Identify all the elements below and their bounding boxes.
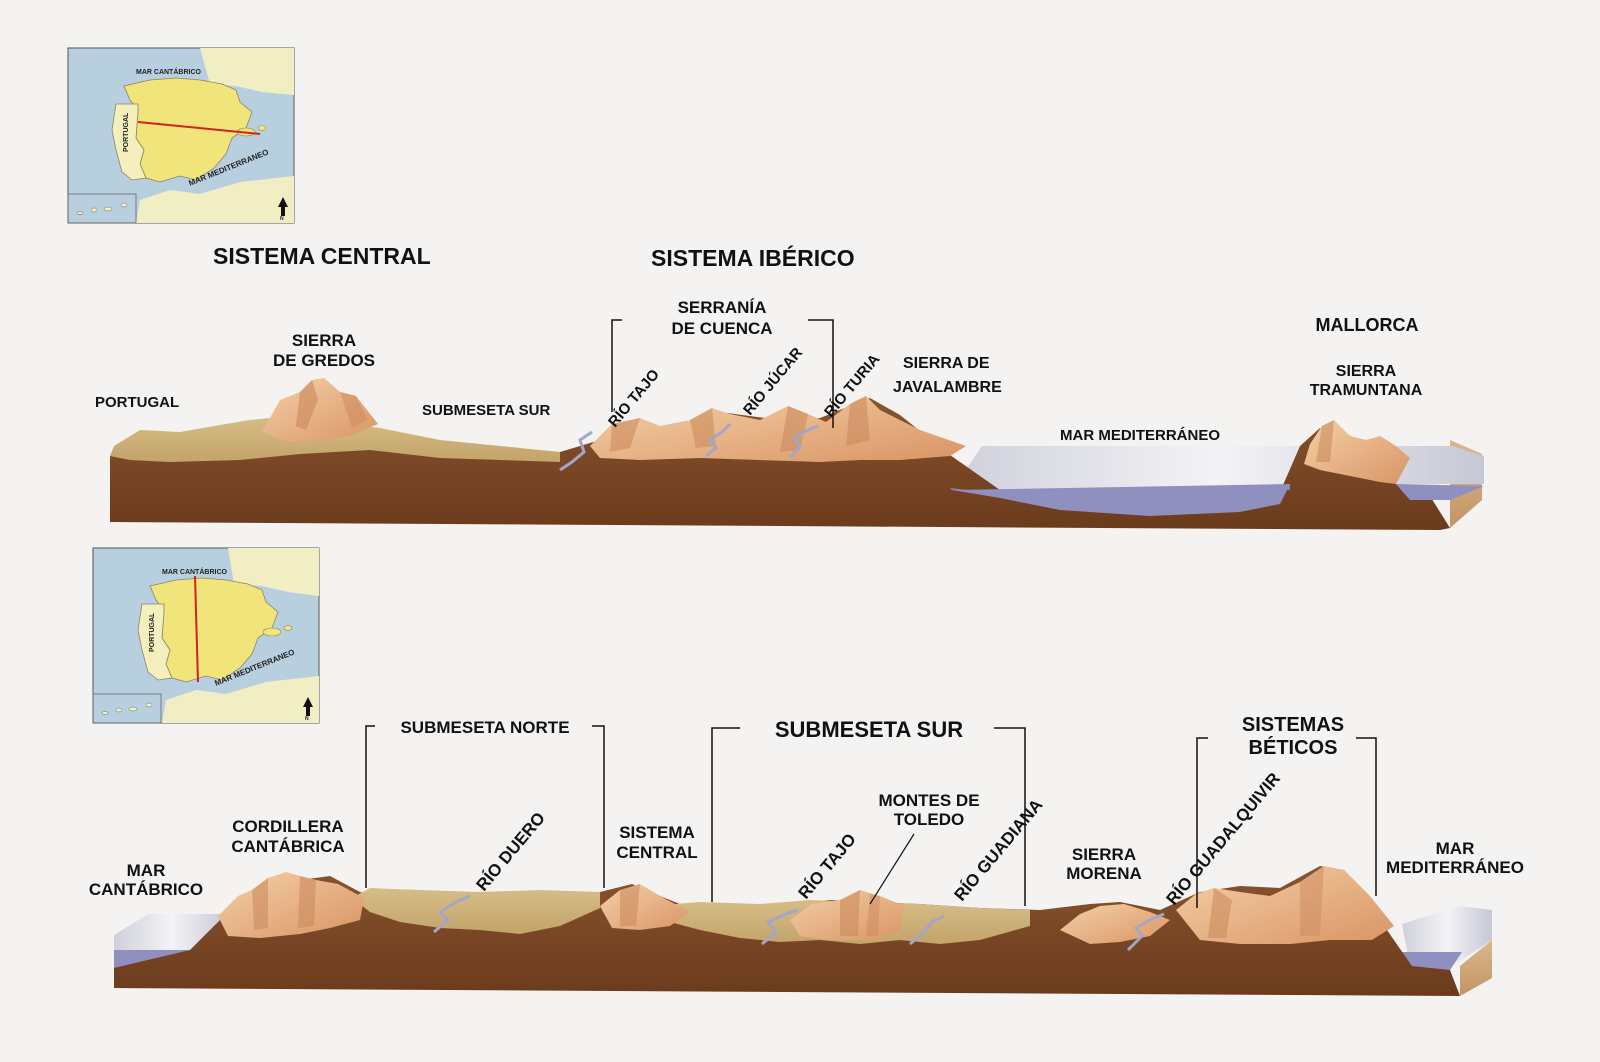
map-canary-inset [92,693,162,724]
map-africa-land [162,676,319,723]
leader-montes-toledo [869,833,915,905]
mountain-gredos [262,378,378,442]
label-cordillera-1: CORDILLERA [232,817,343,836]
block-side [1460,940,1492,996]
river-duero [433,894,471,934]
label-javalambre-2: JAVALAMBRE [893,379,1002,396]
map-portugal [111,103,147,181]
label-mar-mediterraneo: MAR MEDITERRÁNEO [1060,427,1220,444]
title-sistema-iberico: SISTEMA IBÉRICO [651,244,855,271]
label-sistema-central-2: CENTRAL [616,843,697,862]
title-sistema-central: SISTEMA CENTRAL [213,243,431,269]
label-rio-tajo: RÍO TAJO [795,830,860,903]
label-sistemas-beticos-2: BÉTICOS [1249,736,1338,759]
map-section-line [194,575,199,683]
river-guadiana [909,914,945,946]
label-submeseta-sur: SUBMESETA SUR [422,402,551,419]
label-sierra-gredos-1: SIERRA [292,331,356,350]
label-submeseta-sur: SUBMESETA SUR [775,717,963,742]
label-serrania-1: SERRANÍA [678,298,767,317]
label-serrania-2: DE CUENCA [671,319,772,338]
surface-west [110,416,560,462]
north-letter: N [305,716,309,722]
north-arrow-icon [303,697,313,716]
bottom-locator-map: MAR CANTÁBRICO PORTUGAL MAR MEDITERRANEO… [92,547,320,724]
river-jucar [705,422,732,458]
river-turia [788,424,819,459]
label-rio-duero: RÍO DUERO [473,809,549,895]
label-mallorca: MALLORCA [1316,315,1419,335]
label-sistema-central-1: SISTEMA [619,823,695,842]
mountain-beticos [1176,866,1394,944]
label-sierra-gredos-2: DE GREDOS [273,351,375,370]
label-sierra-morena-2: MORENA [1066,864,1142,883]
north-arrow-icon [278,197,288,216]
label-submeseta-norte: SUBMESETA NORTE [400,718,569,737]
river-tajo [559,430,593,472]
label-mar-cantabrico-2: CANTÁBRICO [89,880,203,899]
label-montes-toledo-2: TOLEDO [894,810,965,829]
label-mar-mediterraneo-1: MAR [1436,839,1475,858]
mountain-sierra-morena [1060,904,1170,944]
map-label-portugal: PORTUGAL [123,112,130,152]
map-portugal [137,603,173,681]
mountain-cuenca [590,396,966,462]
surface-submeseta-norte [352,888,600,934]
map-section-line [137,121,261,135]
map-label-portugal: PORTUGAL [149,612,156,652]
label-sistemas-beticos-1: SISTEMAS [1242,714,1344,736]
river-tajo [761,908,799,946]
label-javalambre-1: SIERRA DE [903,355,990,372]
label-tramuntana-2: TRAMUNTANA [1310,382,1423,399]
sea-right-band [1396,484,1484,500]
label-rio-jucar: RÍO JÚCAR [739,344,806,419]
bracket-submeseta-sur [711,727,1026,906]
map-france-land [228,548,319,596]
label-sierra-morena-1: SIERRA [1072,845,1136,864]
bracket-submeseta-norte [365,725,605,888]
river-guadalquivir [1126,912,1165,952]
cross-section-2 [114,866,1492,996]
label-mar-cantabrico-1: MAR [127,861,166,880]
north-letter: N [280,216,284,222]
label-mar-mediterraneo-2: MEDITERRÁNEO [1386,858,1524,877]
sea-right-deep [1402,952,1462,970]
map-label-mar-cantabrico: MAR CANTÁBRICO [136,67,201,76]
sea-right-surface [1402,906,1492,966]
earth-body [110,395,1450,530]
bracket-sistemas-beticos [1196,737,1377,908]
label-rio-guadiana: RÍO GUADIANA [951,795,1047,904]
map-africa-land [136,176,294,223]
map-canary-inset [67,193,137,224]
label-tramuntana-1: SIERRA [1336,363,1397,380]
top-locator-map: MAR CANTÁBRICO PORTUGAL MAR MEDITERRANEO… [67,47,295,224]
cross-section-1 [110,378,1484,530]
map-france-land [200,48,294,95]
bracket-serrania [611,319,834,428]
label-portugal: PORTUGAL [95,394,179,411]
label-montes-toledo-1: MONTES DE [878,791,979,810]
label-cordillera-2: CANTÁBRICA [231,837,344,856]
map-label-mar-cantabrico: MAR CANTÁBRICO [162,567,227,576]
